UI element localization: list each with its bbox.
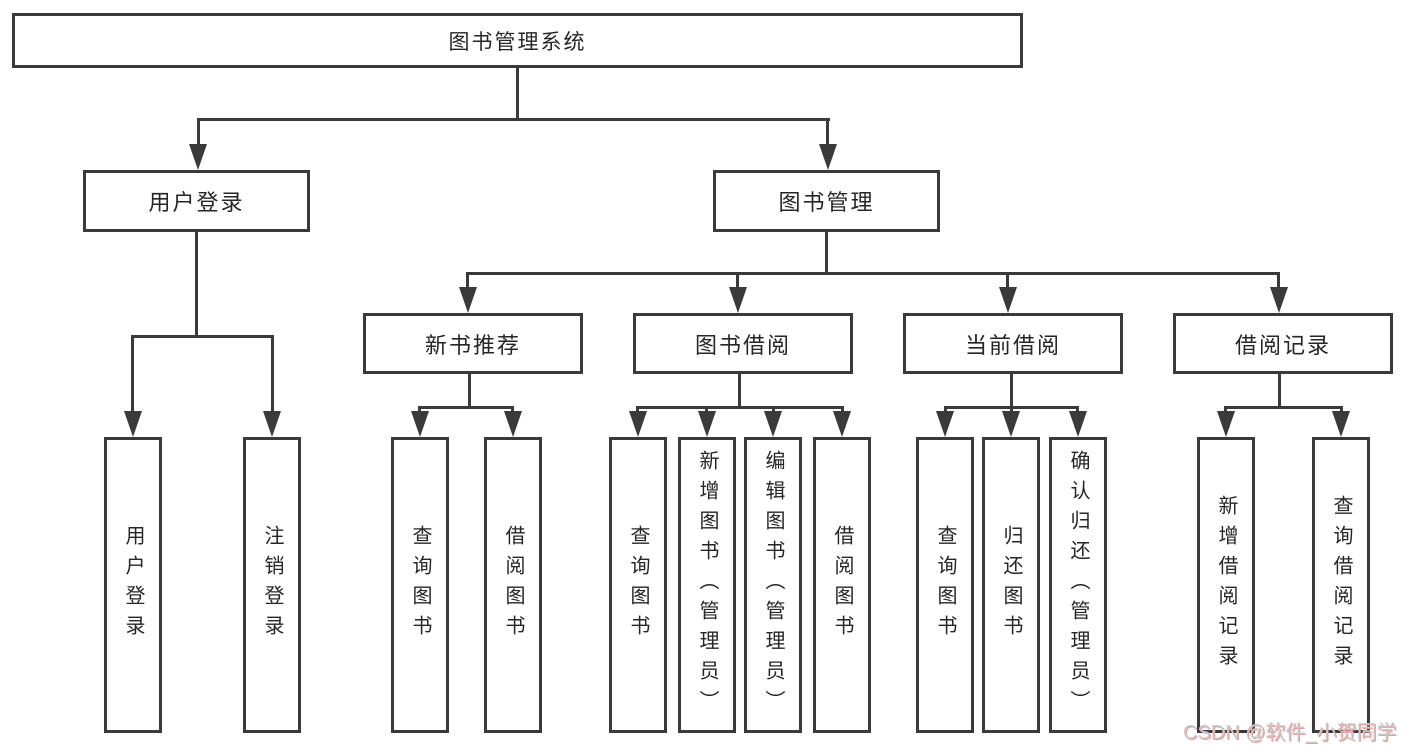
node-root: 图书管理系统 — [12, 13, 1023, 68]
leaf-add-borrow-record: 新增借阅记录 — [1197, 437, 1255, 733]
connector-stub-borrow-books — [841, 406, 844, 413]
arrow-down-borrow-books-icon — [833, 411, 851, 437]
arrow-down-new-book-icon — [459, 287, 477, 313]
node-book-borrowing-label: 图书借阅 — [694, 332, 791, 358]
leaf-return-books-label: 归还图书 — [1000, 525, 1022, 645]
node-root-label: 图书管理系统 — [448, 29, 587, 54]
connector-stub-leaf-user-login — [131, 335, 134, 413]
leaf-query-books-borrowing-label: 查询图书 — [627, 525, 649, 645]
connector-book-management-branch — [466, 272, 1280, 275]
node-book-borrowing: 图书借阅 — [633, 313, 853, 374]
leaf-logout-label: 注销登录 — [261, 525, 283, 645]
connector-book-management-stem — [825, 230, 828, 274]
node-borrowing-records-label: 借阅记录 — [1234, 332, 1331, 358]
leaf-query-books-current: 查询图书 — [916, 437, 974, 733]
arrow-down-leaf-user-login-icon — [124, 411, 142, 437]
connector-root-stem — [516, 65, 519, 120]
connector-stub-add-borrow-record — [1224, 406, 1227, 413]
connector-stub-current-borrowing — [1006, 272, 1009, 289]
connector-stub-query-books-borrowing — [636, 406, 639, 413]
leaf-add-books-admin-label: 新增图书（管理员） — [696, 450, 718, 720]
leaf-borrow-books-recommend-label: 借阅图书 — [502, 525, 524, 645]
arrow-down-query-books-borrowing-icon — [629, 411, 647, 437]
connector-stub-new-book — [466, 272, 469, 289]
connector-root-branch — [197, 118, 830, 121]
leaf-edit-books-admin: 编辑图书（管理员） — [744, 437, 802, 733]
node-user-login-label: 用户登录 — [148, 190, 245, 215]
arrow-down-add-books-icon — [698, 411, 716, 437]
node-borrowing-records: 借阅记录 — [1173, 313, 1393, 374]
connector-stub-edit-books — [772, 406, 775, 413]
arrow-down-current-borrowing-icon — [999, 287, 1017, 313]
connector-stub-borrowing-records — [1277, 272, 1280, 289]
connector-stub-confirm-return — [1076, 406, 1079, 413]
leaf-query-books-recommend-label: 查询图书 — [409, 525, 431, 645]
arrow-down-query-borrow-record-icon — [1332, 411, 1350, 437]
arrow-down-leaf-logout-icon — [263, 411, 281, 437]
arrow-down-book-management-icon — [819, 144, 837, 170]
node-book-management: 图书管理 — [713, 170, 940, 232]
node-user-login: 用户登录 — [83, 170, 310, 232]
arrow-down-confirm-return-icon — [1069, 411, 1087, 437]
connector-stub-leaf-logout — [271, 335, 274, 413]
leaf-query-books-borrowing: 查询图书 — [609, 437, 667, 733]
node-book-management-label: 图书管理 — [778, 190, 875, 215]
leaf-confirm-return-admin-label: 确认归还（管理员） — [1067, 450, 1089, 720]
node-current-borrowing: 当前借阅 — [903, 313, 1123, 374]
leaf-user-login-label: 用户登录 — [122, 525, 144, 645]
arrow-down-book-borrowing-icon — [729, 287, 747, 313]
connector-stub-query-borrow-record — [1340, 406, 1343, 413]
connector-book-borrowing-branch — [636, 406, 844, 409]
arrow-down-return-books-icon — [1002, 411, 1020, 437]
leaf-add-books-admin: 新增图书（管理员） — [678, 437, 736, 733]
node-new-book-recommendation-label: 新书推荐 — [424, 332, 521, 358]
leaf-query-borrow-record: 查询借阅记录 — [1312, 437, 1370, 733]
connector-new-book-stem — [468, 372, 471, 408]
connector-user-login-branch — [131, 335, 274, 338]
csdn-watermark: CSDN @软件_小贺同学 — [1183, 722, 1397, 744]
connector-borrowing-records-stem — [1278, 372, 1281, 408]
leaf-add-borrow-record-label: 新增借阅记录 — [1215, 495, 1237, 675]
connector-new-book-branch — [418, 406, 514, 409]
node-current-borrowing-label: 当前借阅 — [964, 332, 1061, 358]
arrow-down-query-books-recommend-icon — [411, 411, 429, 437]
connector-stub-query-books-current — [944, 406, 947, 413]
connector-stub-book-management — [826, 118, 829, 146]
connector-stub-query-books-recommend — [418, 406, 421, 413]
connector-stub-borrow-books-recommend — [511, 406, 514, 413]
leaf-query-books-recommend: 查询图书 — [391, 437, 449, 733]
leaf-borrow-books-label: 借阅图书 — [831, 525, 853, 645]
connector-stub-add-books — [705, 406, 708, 413]
connector-current-borrowing-stem — [1010, 372, 1013, 408]
node-new-book-recommendation: 新书推荐 — [363, 313, 583, 374]
leaf-confirm-return-admin: 确认归还（管理员） — [1049, 437, 1107, 733]
connector-stub-book-borrowing — [736, 272, 739, 289]
leaf-query-borrow-record-label: 查询借阅记录 — [1330, 495, 1352, 675]
leaf-edit-books-admin-label: 编辑图书（管理员） — [762, 450, 784, 720]
connector-book-borrowing-stem — [738, 372, 741, 408]
connector-stub-return-books — [1010, 406, 1013, 413]
arrow-down-borrow-books-recommend-icon — [504, 411, 522, 437]
arrow-down-add-borrow-record-icon — [1217, 411, 1235, 437]
connector-stub-user-login — [197, 118, 200, 146]
connector-borrowing-records-branch — [1224, 406, 1342, 409]
connector-user-login-stem — [195, 230, 198, 337]
arrow-down-borrowing-records-icon — [1270, 287, 1288, 313]
leaf-borrow-books-recommend: 借阅图书 — [484, 437, 542, 733]
leaf-borrow-books: 借阅图书 — [813, 437, 871, 733]
arrow-down-user-login-icon — [189, 144, 207, 170]
leaf-logout: 注销登录 — [243, 437, 301, 733]
arrow-down-edit-books-icon — [764, 411, 782, 437]
leaf-query-books-current-label: 查询图书 — [934, 525, 956, 645]
leaf-return-books: 归还图书 — [982, 437, 1040, 733]
arrow-down-query-books-current-icon — [936, 411, 954, 437]
leaf-user-login: 用户登录 — [104, 437, 162, 733]
